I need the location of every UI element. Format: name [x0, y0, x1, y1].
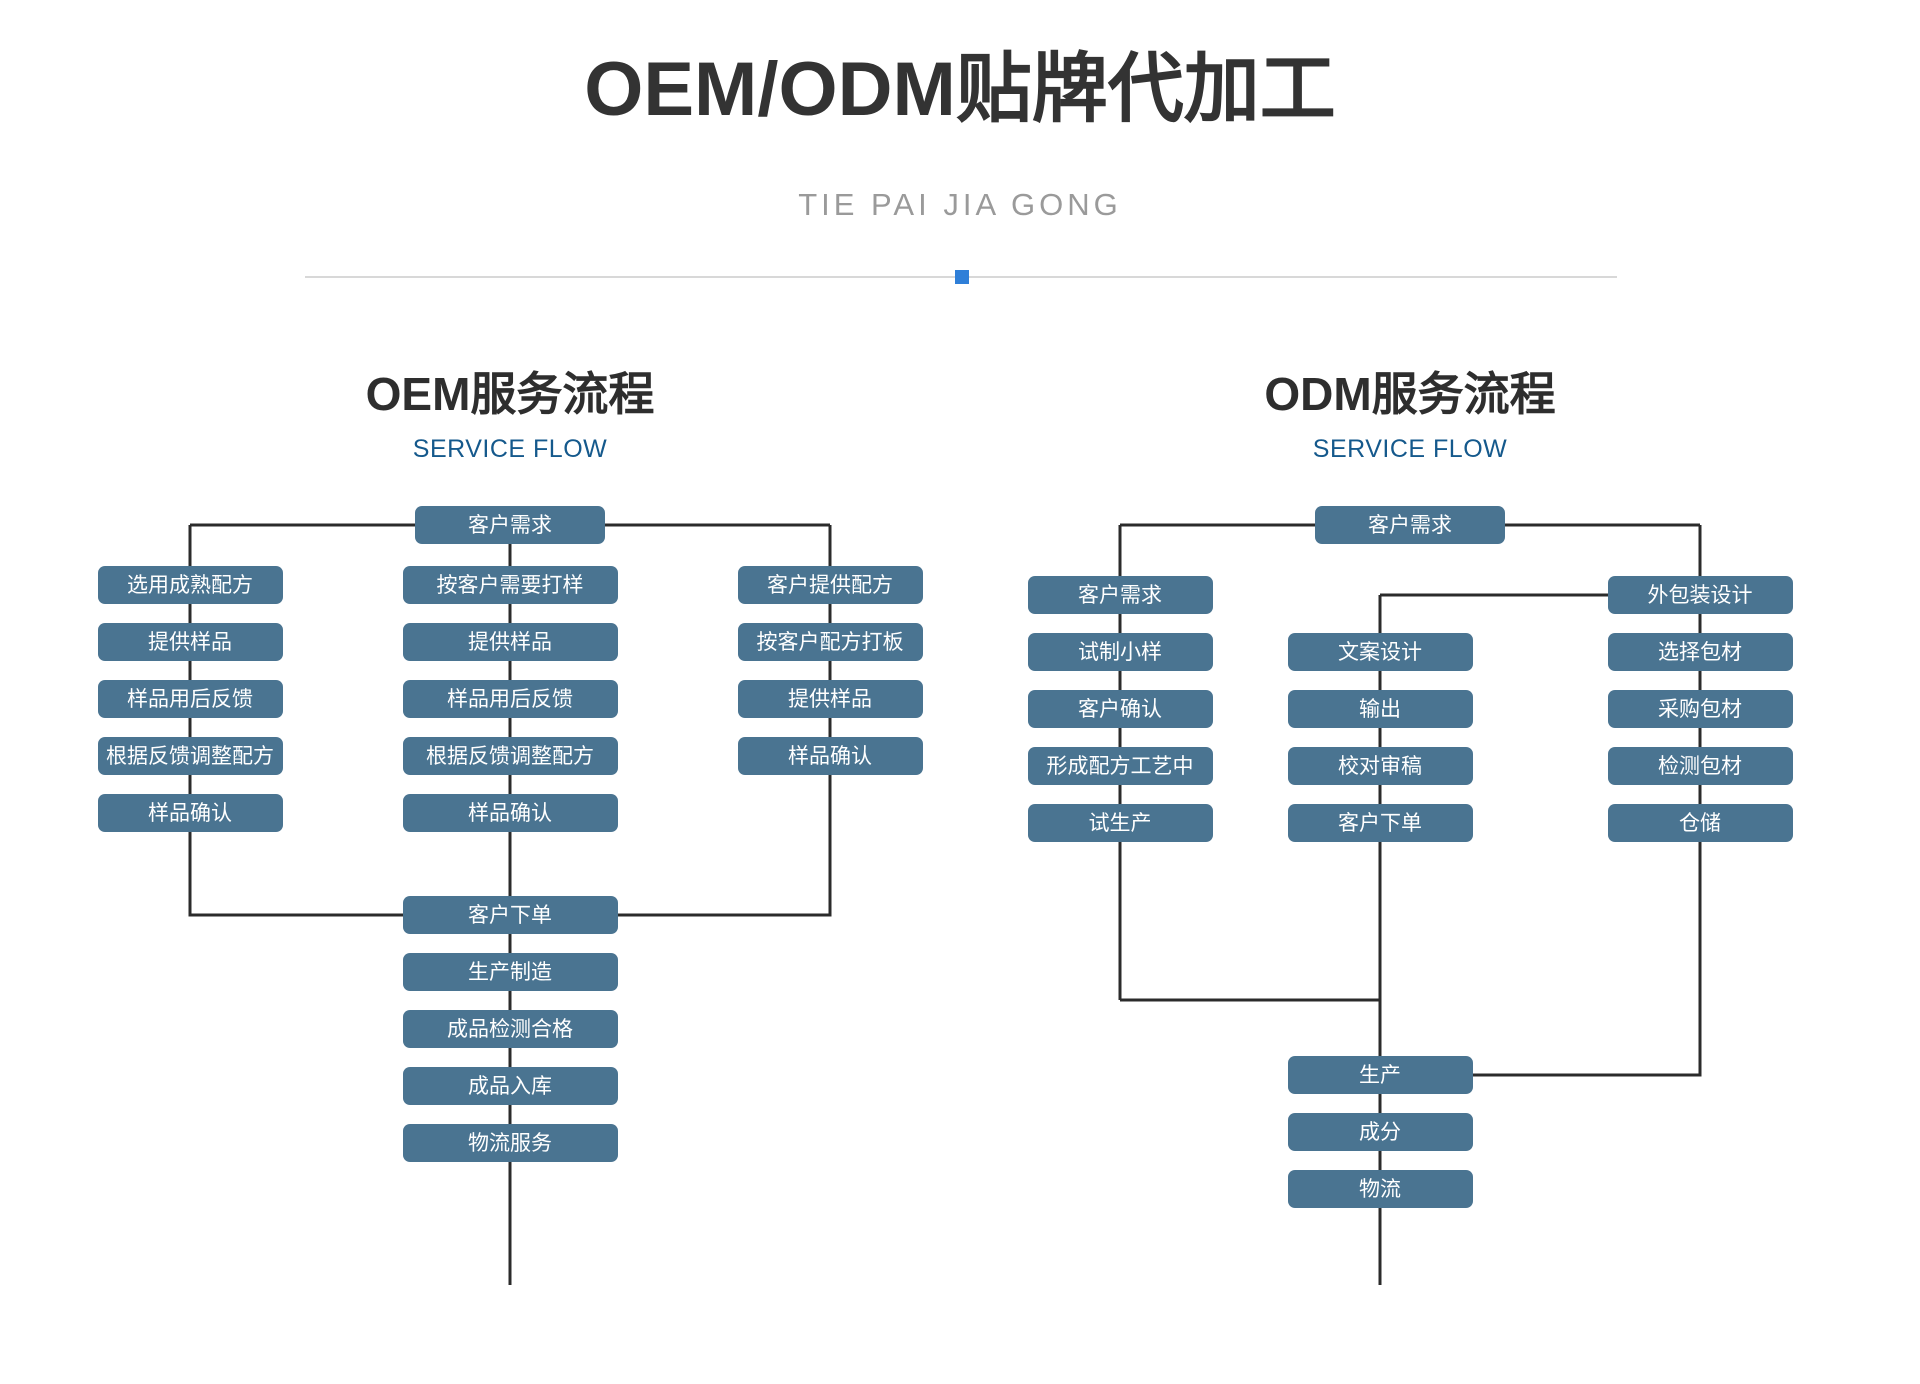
odm-node-2-2: 输出	[1287, 690, 1473, 728]
odm-node-2-3: 校对审稿	[1287, 747, 1473, 785]
oem-flow-canvas: 客户需求选用成熟配方提供样品样品用后反馈根据反馈调整配方样品确认按客户需要打样提…	[60, 485, 960, 1335]
oem-tail-node-2: 生产制造	[402, 953, 618, 991]
odm-flow-subtitle: SERVICE FLOW	[1312, 435, 1508, 463]
oem-node-3-3: 提供样品	[737, 680, 923, 718]
odm-flow-title: ODM服务流程	[1264, 368, 1556, 420]
odm-node-2-1: 文案设计	[1287, 633, 1473, 671]
oem-node-3-4: 样品确认	[737, 737, 923, 775]
oem-tail-node-3: 成品检测合格	[402, 1010, 618, 1048]
odm-tail-node-1: 生产	[1287, 1056, 1473, 1094]
oem-tail-node-1: 客户下单	[402, 896, 618, 934]
oem-node-2-4: 根据反馈调整配方	[402, 737, 618, 775]
oem-node-2-1: 按客户需要打样	[402, 566, 618, 604]
oem-tail-node-4: 成品入库	[402, 1067, 618, 1105]
divider-accent-dot	[955, 270, 969, 284]
odm-tail-node-3: 物流	[1287, 1170, 1473, 1208]
odm-node-3-1: 选择包材	[1607, 633, 1793, 671]
oem-node-1-1: 选用成熟配方	[97, 566, 283, 604]
page-title: OEM/ODM贴牌代加工	[584, 47, 1336, 132]
odm-node-3-2: 采购包材	[1607, 690, 1793, 728]
odm-node-root: 客户需求	[1315, 506, 1505, 544]
oem-flow-title: OEM服务流程	[365, 368, 655, 420]
odm-tail-node-2: 成分	[1287, 1113, 1473, 1151]
odm-node-3-3: 检测包材	[1607, 747, 1793, 785]
odm-node-1-4: 形成配方工艺中	[1027, 747, 1213, 785]
oem-node-1-3: 样品用后反馈	[97, 680, 283, 718]
oem-node-3-1: 客户提供配方	[737, 566, 923, 604]
oem-flow-section: OEM服务流程 SERVICE FLOW 客户需求选用成熟配方提供样品样品用后反…	[60, 340, 960, 1360]
page-subtitle: TIE PAI JIA GONG	[798, 187, 1122, 222]
page-header: OEM/ODM贴牌代加工 TIE PAI JIA GONG	[0, 0, 1920, 300]
oem-node-2-5: 样品确认	[402, 794, 618, 832]
oem-node-1-5: 样品确认	[97, 794, 283, 832]
oem-node-3-2: 按客户配方打板	[737, 623, 923, 661]
oem-node-root: 客户需求	[415, 506, 605, 544]
oem-tail-node-5: 物流服务	[402, 1124, 618, 1162]
oem-node-2-2: 提供样品	[402, 623, 618, 661]
oem-node-1-2: 提供样品	[97, 623, 283, 661]
odm-node-3-4: 仓储	[1607, 804, 1793, 842]
odm-node-subroot: 外包装设计	[1607, 576, 1793, 614]
odm-node-1-3: 客户确认	[1027, 690, 1213, 728]
oem-node-2-3: 样品用后反馈	[402, 680, 618, 718]
header-divider	[305, 268, 1617, 286]
odm-node-2-4: 客户下单	[1287, 804, 1473, 842]
oem-node-1-4: 根据反馈调整配方	[97, 737, 283, 775]
odm-flow-section: ODM服务流程 SERVICE FLOW	[960, 340, 1860, 1360]
odm-node-1-5: 试生产	[1027, 804, 1213, 842]
odm-flow-canvas: 客户需求外包装设计客户需求试制小样客户确认形成配方工艺中试生产文案设计输出校对审…	[960, 485, 1860, 1335]
oem-flow-subtitle: SERVICE FLOW	[412, 435, 608, 463]
odm-node-1-2: 试制小样	[1027, 633, 1213, 671]
odm-node-1-1: 客户需求	[1027, 576, 1213, 614]
